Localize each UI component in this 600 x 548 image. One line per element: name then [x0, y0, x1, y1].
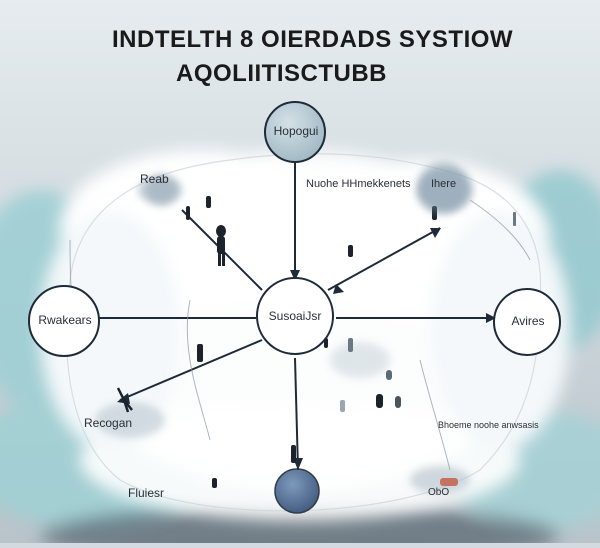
- arrowhead-topright: [430, 228, 441, 238]
- label-top-mid: Nuohe HHmekkenets: [306, 178, 411, 190]
- edges: [98, 162, 496, 471]
- node-bottom-circle[interactable]: [274, 468, 320, 514]
- thin-lines: [69, 199, 531, 471]
- label-bottom-right: Bhoeme noohe anwsasis: [438, 420, 539, 430]
- node-left-circle[interactable]: [28, 285, 100, 357]
- node-center-label: SusoaiJsr: [268, 309, 322, 323]
- node-center-circle[interactable]: [256, 277, 334, 355]
- node-right-label: Avires: [511, 314, 545, 328]
- node-top-label: Hopogui: [273, 124, 319, 138]
- blob-top-right: [417, 162, 469, 214]
- label-top-right: Ihere: [431, 178, 457, 190]
- figure-icons: [186, 196, 516, 488]
- edge-center-topright: [327, 227, 441, 291]
- label-top-left: Reab: [140, 172, 169, 186]
- diagram-title: INDTELTH 8 OIERDADS SYSTIOW: [112, 26, 514, 53]
- arrowhead-right: [486, 313, 496, 323]
- node-right-circle[interactable]: [493, 288, 561, 356]
- diagram-subtitle: AQOLIITISCTUBB: [176, 60, 387, 87]
- label-bottom-right-small: ObO: [428, 487, 450, 498]
- edge-center-bottomleft: [119, 339, 263, 401]
- node-top-circle[interactable]: [264, 101, 326, 163]
- arrowhead-top: [290, 270, 300, 281]
- walker-icon: [116, 387, 133, 413]
- blob-top-left: [146, 174, 178, 206]
- node-left-label: Rwakears: [38, 313, 92, 327]
- edge-center-bottom: [294, 357, 299, 471]
- label-bottom-left-1: Recogan: [84, 416, 133, 430]
- arrowhead-center-right: [333, 284, 344, 294]
- label-bottom-left-2: Fluiesr: [128, 486, 165, 500]
